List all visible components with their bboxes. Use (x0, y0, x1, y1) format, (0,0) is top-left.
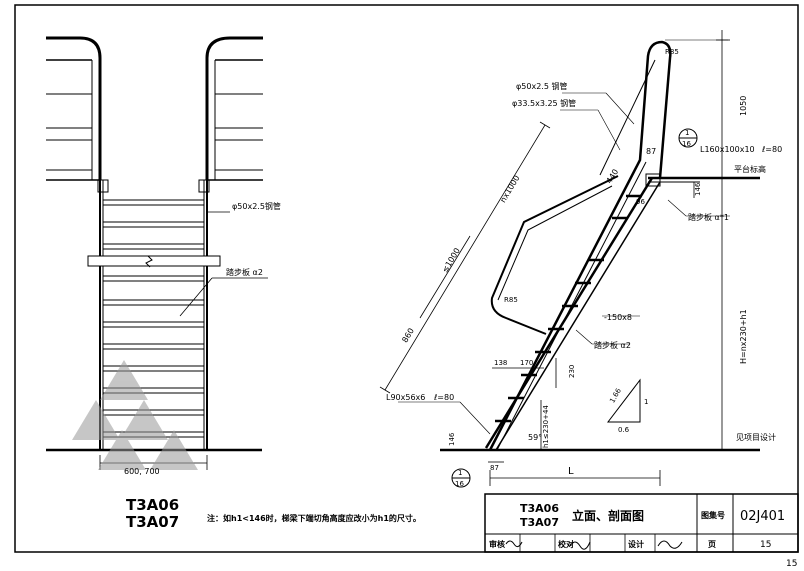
tb-page-label: 页 (708, 540, 716, 549)
tb-design-label: 设计 (628, 539, 644, 549)
tb-title: 立面、剖面图 (572, 508, 644, 523)
tread-a2-label: 踏步板 α2 (594, 340, 631, 350)
angle-bottom-label: L90x56x6 (386, 393, 425, 402)
bend-radius-top: R85 (665, 48, 679, 56)
dim-230: 230 (568, 365, 576, 378)
section-mark-top-num: 1 (685, 129, 689, 137)
slope-rise: 1 (644, 398, 648, 406)
dim-87-bottom: 87 (490, 464, 499, 472)
dim-170: 170 (520, 359, 533, 367)
dim-138: 138 (494, 359, 507, 367)
section-mark-bottom-sheet: 16 (455, 480, 464, 488)
bend-radius-mid: R85 (504, 296, 518, 304)
sheet-frame (14, 4, 799, 553)
slope-value: 1.66 (608, 386, 623, 404)
front-code-2: T3A07 (126, 513, 179, 531)
dim-h1: h1≤230+44 (542, 405, 550, 448)
dim-860: 860 (400, 326, 416, 344)
tb-atlas-number: 02J401 (740, 509, 785, 524)
dim-96: 96 (636, 198, 645, 206)
tb-review-label: 审核 (489, 539, 505, 549)
dim-150x8: -150x8 (604, 313, 632, 322)
angle-top-label: L160x100x10 (700, 145, 755, 154)
signatures (505, 540, 683, 550)
slope-run: 0.6 (618, 426, 630, 434)
dim-1050: 1050 (739, 96, 748, 116)
front-width-label: 600, 700 (124, 467, 160, 476)
tb-check-label: 校对 (558, 539, 574, 549)
front-elevation (46, 36, 268, 470)
angle-bottom-length: ℓ=80 (433, 393, 454, 402)
dim-87-top: 87 (646, 147, 656, 156)
handrail-pipe-label: φ50x2.5 钢管 (516, 81, 567, 91)
section-mark-bottom-num: 1 (458, 469, 462, 477)
dim-L: L (568, 466, 574, 477)
dim-146-top: 146 (694, 182, 702, 196)
corner-page-number: 15 (786, 559, 797, 569)
section-view (379, 30, 760, 488)
post-pipe-label: φ33.5x3.25 钢管 (512, 98, 576, 108)
section-mark-top-sheet: 16 (682, 140, 691, 148)
project-note: 见项目设计 (736, 432, 776, 442)
tread-a1-label: 踏步板 α*1 (688, 212, 729, 222)
tb-atlas-label: 图集号 (701, 510, 725, 520)
dim-146-bottom: 146 (448, 432, 456, 446)
dim-nx1000: nx1000 (498, 174, 521, 204)
bottom-note: 注：如h1<146时，梯梁下端切角高度应改小为h1的尺寸。 (207, 513, 421, 523)
watermark-logo (72, 360, 198, 470)
angle-59: 59° (528, 433, 542, 442)
tb-code-2: T3A07 (520, 516, 559, 529)
tb-page-number: 15 (760, 540, 771, 550)
tb-code-1: T3A06 (520, 502, 559, 515)
dim-H: H=nx230+h1 (739, 309, 748, 364)
front-tread-label: 踏步板 α2 (226, 267, 263, 277)
front-code-1: T3A06 (126, 496, 179, 514)
angle-top-length: ℓ=80 (761, 145, 782, 154)
front-pipe-label: φ50x2.5钢管 (232, 201, 281, 211)
platform-label: 平台标高 (734, 164, 766, 174)
dim-le1000: ≤1000 (440, 246, 462, 274)
